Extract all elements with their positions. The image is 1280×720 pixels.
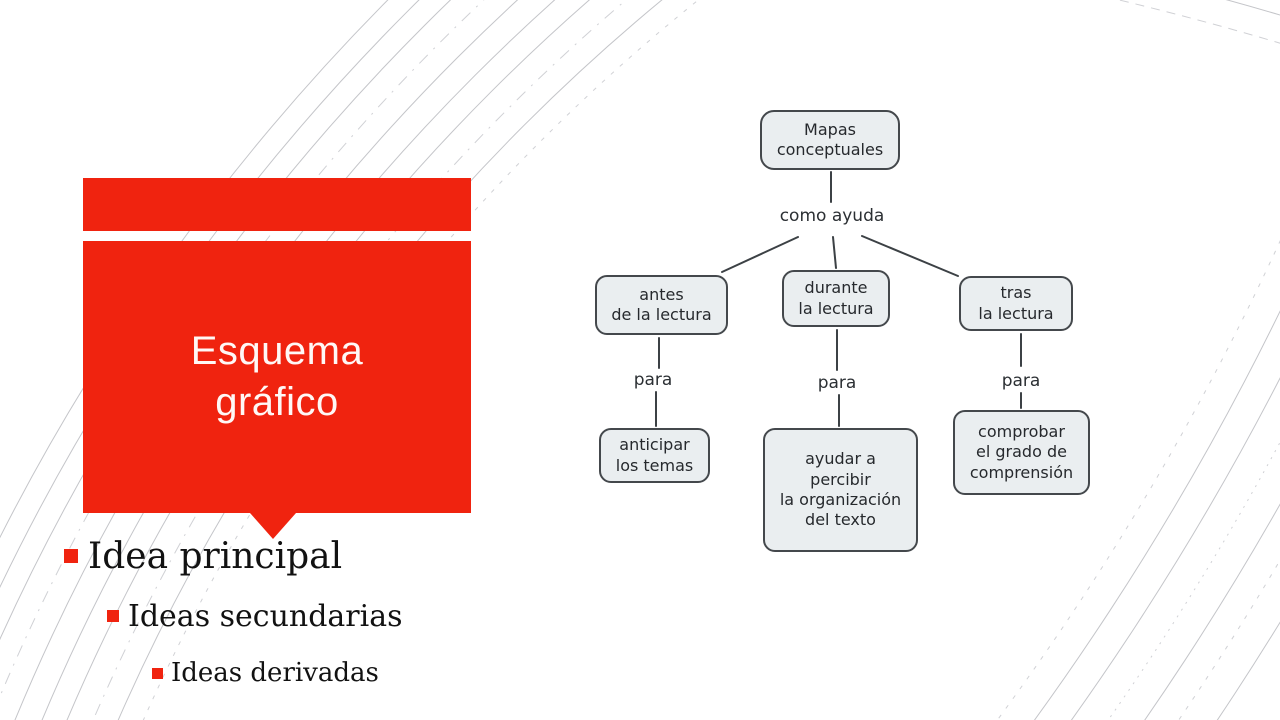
- bullet-label: Ideas derivadas: [171, 658, 379, 688]
- bullet-label: Idea principal: [88, 536, 343, 577]
- slide-title: Esquema gráfico: [190, 328, 364, 424]
- bullet-square-icon: [64, 549, 78, 563]
- map-node-tras-la-lectura: tras la lectura: [959, 276, 1073, 331]
- bullet-square-icon: [152, 668, 163, 679]
- map-link-label-para-right: para: [1001, 371, 1041, 391]
- bullet-label: Ideas secundarias: [128, 599, 403, 634]
- map-node-mapas-conceptuales: Mapas conceptuales: [760, 110, 900, 170]
- map-node-ayudar-a-percibir: ayudar a percibir la organización del te…: [763, 428, 918, 552]
- title-panel: Esquema gráfico: [83, 241, 471, 513]
- map-link-label-como-ayuda: como ayuda: [779, 206, 885, 226]
- bullet-square-icon: [107, 610, 119, 622]
- bullet-item-level-2: Ideas secundarias: [107, 599, 403, 634]
- callout-pointer: [250, 513, 296, 539]
- map-node-durante-la-lectura: durante la lectura: [782, 270, 890, 327]
- bullet-item-level-1: Idea principal: [64, 536, 342, 577]
- map-node-antes-de-la-lectura: antes de la lectura: [595, 275, 728, 335]
- map-node-anticipar-los-temas: anticipar los temas: [599, 428, 710, 483]
- map-node-comprobar-grado: comprobar el grado de comprensión: [953, 410, 1090, 495]
- title-accent-bar: [83, 178, 471, 231]
- concept-map: Mapas conceptuales como ayuda antes de l…: [560, 90, 1110, 570]
- map-link-label-para-left: para: [633, 370, 673, 390]
- bullet-item-level-3: Ideas derivadas: [152, 658, 379, 688]
- map-link-label-para-center: para: [817, 373, 857, 393]
